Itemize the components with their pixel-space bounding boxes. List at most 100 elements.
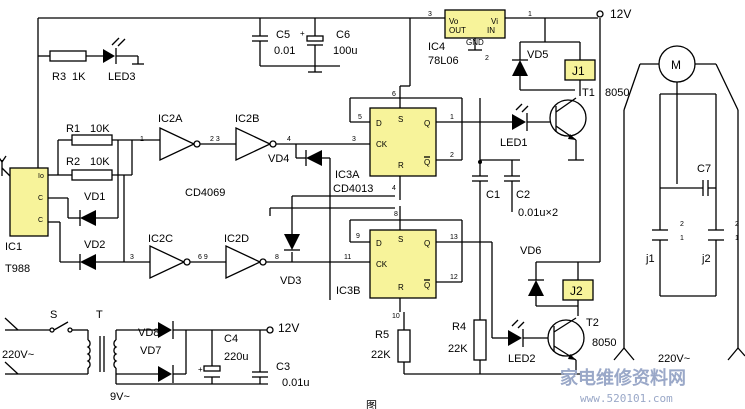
j2-label: J2 [570, 284, 583, 298]
pin-label: 1 [528, 11, 532, 18]
pin-label: 12 [450, 274, 458, 281]
r1-label: R1 [66, 123, 80, 135]
r3-led3-branch [38, 37, 144, 65]
ic3b-flipflop [269, 206, 492, 312]
pin-label: 2 [735, 221, 739, 228]
pin-label: 2 [485, 55, 489, 62]
ic3a-flipflop [349, 18, 520, 200]
pin-label: 2 3 [210, 136, 220, 143]
ic1-pin-c2: C [38, 217, 43, 224]
ic2d-inverter [225, 244, 370, 280]
pin-label: 1 [680, 235, 684, 242]
vd2-label: VD2 [84, 239, 105, 251]
ic3b-ck: CK [376, 260, 388, 269]
c6-label: C6 [336, 29, 350, 41]
j1-label: J1 [572, 64, 585, 78]
ic4-label: IC4 [428, 41, 445, 53]
vd3-diode [284, 195, 395, 262]
c6-plus: + [300, 29, 305, 38]
j2-contact-label: j2 [701, 253, 711, 265]
vd7-label: VD7 [140, 345, 161, 357]
motor-section [613, 45, 745, 361]
pin-label: 10 [392, 313, 400, 320]
vcc-psu-label: 12V [278, 321, 299, 335]
ic4-vo-label: Vo [449, 17, 459, 26]
pin-label: 1 [450, 114, 454, 121]
c3-value: 0.01u [282, 377, 310, 389]
vcc-terminal-top [596, 10, 604, 18]
pin-label: 6 9 [198, 254, 208, 261]
ic4-part-label: 78L06 [428, 55, 459, 67]
c7-label: C7 [697, 163, 711, 175]
pin-label: 2 [450, 152, 454, 159]
ic3a-q: Q [424, 119, 430, 128]
t1-led1-branch [512, 97, 587, 161]
ic4-regulator [444, 9, 506, 51]
power-supply [4, 317, 274, 385]
r4-value: 22K [448, 343, 468, 355]
ic4-vi-label: Vi [491, 17, 498, 26]
r5-value: 22K [371, 349, 391, 361]
ic3a-label: IC3A [335, 169, 360, 181]
ic3a-part: CD4013 [333, 183, 373, 195]
r5-resistor [397, 312, 580, 375]
r1-resistor [48, 134, 160, 176]
watermark-url: www.520101.com [580, 392, 673, 405]
pin-label: 6 [392, 91, 396, 98]
c5-value: 0.01 [274, 45, 295, 57]
c6-capacitor [306, 18, 324, 73]
ic4-in-label: IN [487, 26, 495, 35]
ic2b-label: IC2B [235, 113, 259, 125]
t2-label: T2 [586, 317, 599, 329]
ic1-part-label: T988 [5, 263, 30, 275]
led3-label: LED3 [108, 71, 136, 83]
pin-label: 2 [680, 221, 684, 228]
c2-label: C2 [516, 189, 530, 201]
pin-label: 1 [735, 235, 739, 242]
ic2c-label: IC2C [148, 233, 173, 245]
pin-label: 5 [358, 114, 362, 121]
pin-label: 3 [352, 136, 356, 143]
vd5-j1-branch [512, 18, 596, 96]
t2-led2-branch [491, 242, 585, 374]
ic3a-qbar: Q [424, 158, 430, 167]
c4-plus: + [198, 365, 203, 374]
c1-c2-capacitors [472, 98, 520, 232]
c1-label: C1 [486, 189, 500, 201]
led1-label: LED1 [500, 137, 528, 149]
ic4-out-label: OUT [449, 26, 466, 35]
ic1-pin-io: Io [38, 173, 44, 180]
c5-capacitor [252, 18, 340, 67]
ic2a-label: IC2A [158, 113, 183, 125]
ic4-gnd-label: GND [466, 38, 484, 47]
ic1-sensor [0, 155, 49, 237]
pin-label: 8 [394, 211, 398, 218]
pin-label: 3 [130, 254, 134, 261]
mains-in-label: 220V~ [2, 349, 34, 361]
mains-out-label: 220V~ [658, 353, 690, 365]
vcc-top-label: 12V [610, 7, 631, 21]
switch-label: S [50, 309, 57, 321]
t1-part: 8050 [605, 87, 629, 99]
top-rail [37, 10, 604, 168]
r1-value: 10K [90, 123, 110, 135]
vd4-label: VD4 [268, 153, 289, 165]
cd4069-label: CD4069 [185, 187, 225, 199]
ic2d-label: IC2D [224, 233, 249, 245]
pin-label: 4 [392, 185, 396, 192]
figure-label: 图 [366, 399, 377, 409]
led2-label: LED2 [508, 353, 536, 365]
vd6-label: VD6 [520, 245, 541, 257]
ic3b-q: Q [424, 239, 430, 248]
vd2-diode [48, 175, 150, 270]
ic2a-inverter [159, 126, 236, 162]
ic3b-r: R [398, 283, 404, 292]
ic2b-inverter [235, 126, 370, 162]
vd3-label: VD3 [280, 275, 301, 287]
vd6-j2-branch [528, 18, 601, 316]
r4-resistor [473, 232, 487, 374]
c4-value: 220u [224, 351, 248, 363]
ic3a-r: R [398, 161, 404, 170]
r2-value: 10K [90, 156, 110, 168]
